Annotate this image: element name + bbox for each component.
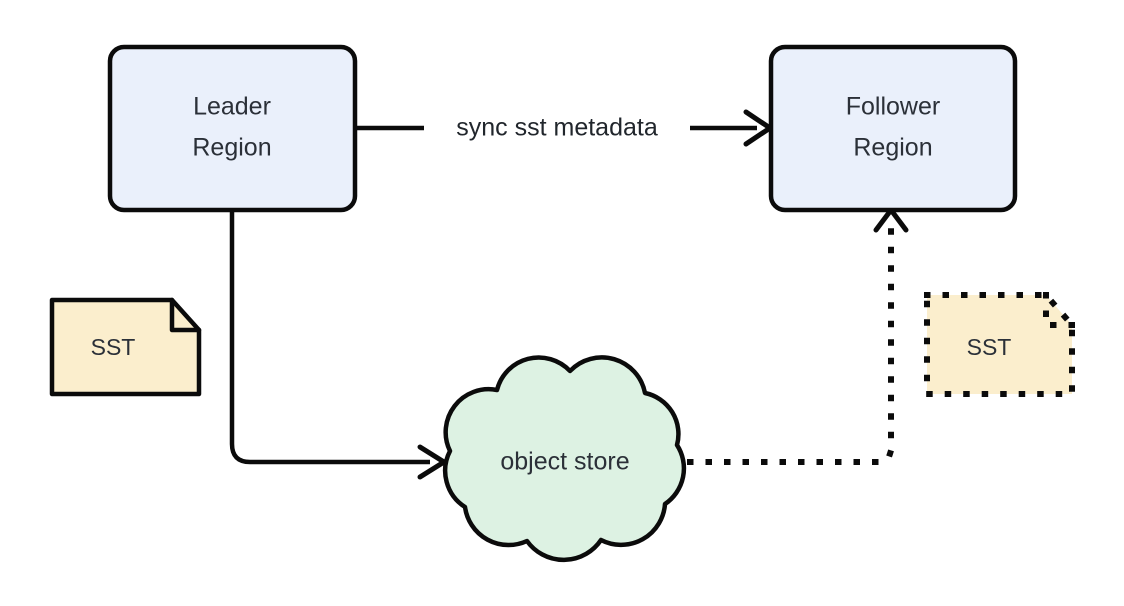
node-follower-region-label-line1: Follower (846, 93, 940, 121)
node-follower-region[interactable]: Follower Region (768, 44, 1018, 213)
edge-upload-to-store (229, 212, 447, 480)
edge-fetch-from-store-arrowhead (873, 207, 909, 233)
node-leader-region[interactable]: Leader Region (107, 44, 358, 213)
node-sst-follower-body[interactable] (924, 292, 1075, 397)
node-object-store-label: object store (500, 448, 629, 476)
edge-sync-metadata: sync sst metadata (357, 109, 773, 147)
edge-fetch-from-store-line (687, 225, 894, 465)
node-sst-leader-fold (169, 297, 202, 333)
node-object-store-cloud[interactable] (442, 355, 687, 563)
edge-fetch-from-store (687, 207, 909, 465)
node-sst-follower[interactable]: SST (924, 292, 1075, 397)
node-sst-leader[interactable]: SST (49, 297, 202, 397)
edge-upload-to-store-line (229, 212, 430, 465)
edge-sync-metadata-label: sync sst metadata (456, 114, 658, 142)
node-object-store[interactable]: object store (442, 355, 687, 563)
node-leader-region-label-line1: Leader (193, 93, 271, 121)
node-sst-leader-body[interactable] (49, 297, 202, 397)
node-follower-region-label-line2: Region (853, 134, 932, 162)
node-sst-follower-label: SST (967, 334, 1012, 360)
node-follower-region-box[interactable] (768, 44, 1018, 213)
node-leader-region-box[interactable] (107, 44, 358, 213)
node-leader-region-label-line2: Region (192, 134, 271, 162)
node-sst-leader-label: SST (91, 334, 136, 360)
